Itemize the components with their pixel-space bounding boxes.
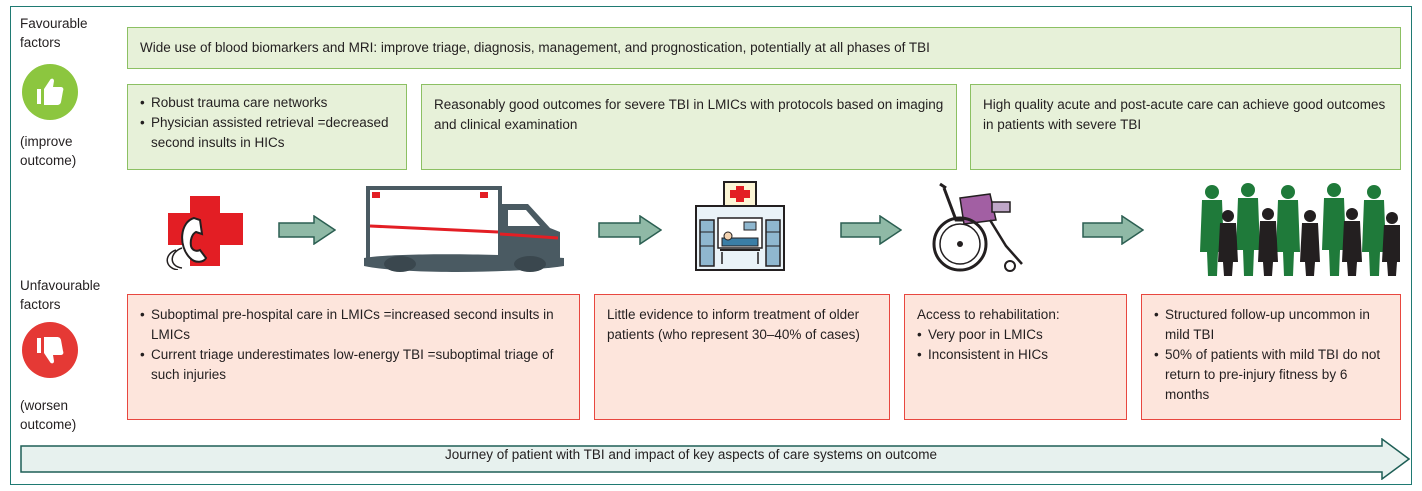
- list-item: Robust trauma care networks: [140, 93, 394, 113]
- list-item: Structured follow-up uncommon in mild TB…: [1154, 305, 1388, 345]
- favourable-box-hospital: Reasonably good outcomes for severe TBI …: [421, 84, 957, 170]
- thumbs-down-icon: [22, 322, 78, 378]
- unfavourable-label-line: factors: [20, 297, 61, 312]
- favourable-label-line: Favourable: [20, 16, 88, 31]
- favourable-label: Favourable factors: [20, 14, 88, 52]
- unfavourable-box-followup: Structured follow-up uncommon in mild TB…: [1141, 294, 1401, 420]
- favourable-box-text: High quality acute and post-acute care c…: [983, 97, 1386, 132]
- list-item: Physician assisted retrieval =decreased …: [140, 113, 394, 153]
- unfavourable-note: (worsen outcome): [20, 396, 76, 434]
- flow-arrow: [598, 215, 662, 245]
- favourable-label-line: factors: [20, 35, 61, 50]
- unfavourable-note-line: (worsen: [20, 398, 69, 413]
- list-item: 50% of patients with mild TBI do not ret…: [1154, 345, 1388, 405]
- hospital-bed-icon: [695, 181, 785, 271]
- ambulance-icon: [364, 186, 564, 272]
- unfavourable-box-text: Little evidence to inform treatment of o…: [607, 307, 860, 342]
- unfavourable-box-rehabilitation: Access to rehabilitation: Very poor in L…: [904, 294, 1127, 420]
- favourable-note: (improve outcome): [20, 132, 76, 170]
- unfavourable-box-heading: Access to rehabilitation:: [917, 307, 1060, 322]
- flow-arrow: [1082, 215, 1144, 245]
- unfavourable-note-line: outcome): [20, 417, 77, 432]
- favourable-box-text: Reasonably good outcomes for severe TBI …: [434, 97, 944, 132]
- emergency-call-icon: [166, 196, 243, 270]
- favourable-note-line: outcome): [20, 153, 77, 168]
- unfavourable-box-hospital: Little evidence to inform treatment of o…: [594, 294, 890, 420]
- thumbs-up-icon: [22, 64, 78, 120]
- journey-label: Journey of patient with TBI and impact o…: [445, 447, 937, 462]
- unfavourable-box-prehospital: Suboptimal pre-hospital care in LMICs =i…: [127, 294, 580, 420]
- favourable-note-line: (improve: [20, 134, 73, 149]
- unfavourable-label: Unfavourable factors: [20, 276, 100, 314]
- flow-arrow: [840, 215, 902, 245]
- list-item: Very poor in LMICs: [917, 325, 1114, 345]
- flow-arrow: [278, 215, 336, 245]
- wheelchair-icon: [932, 182, 1023, 272]
- people-group-icon: [1200, 183, 1400, 276]
- favourable-banner-text: Wide use of blood biomarkers and MRI: im…: [140, 40, 930, 55]
- journey-arrow: [20, 438, 1410, 480]
- list-item: Suboptimal pre-hospital care in LMICs =i…: [140, 305, 567, 345]
- unfavourable-label-line: Unfavourable: [20, 278, 101, 293]
- figure-frame: [10, 6, 1412, 485]
- favourable-banner: Wide use of blood biomarkers and MRI: im…: [127, 27, 1401, 69]
- list-item: Current triage underestimates low-energy…: [140, 345, 567, 385]
- favourable-box-prehospital: Robust trauma care networks Physician as…: [127, 84, 407, 170]
- list-item: Inconsistent in HICs: [917, 345, 1114, 365]
- favourable-box-postacute: High quality acute and post-acute care c…: [970, 84, 1401, 170]
